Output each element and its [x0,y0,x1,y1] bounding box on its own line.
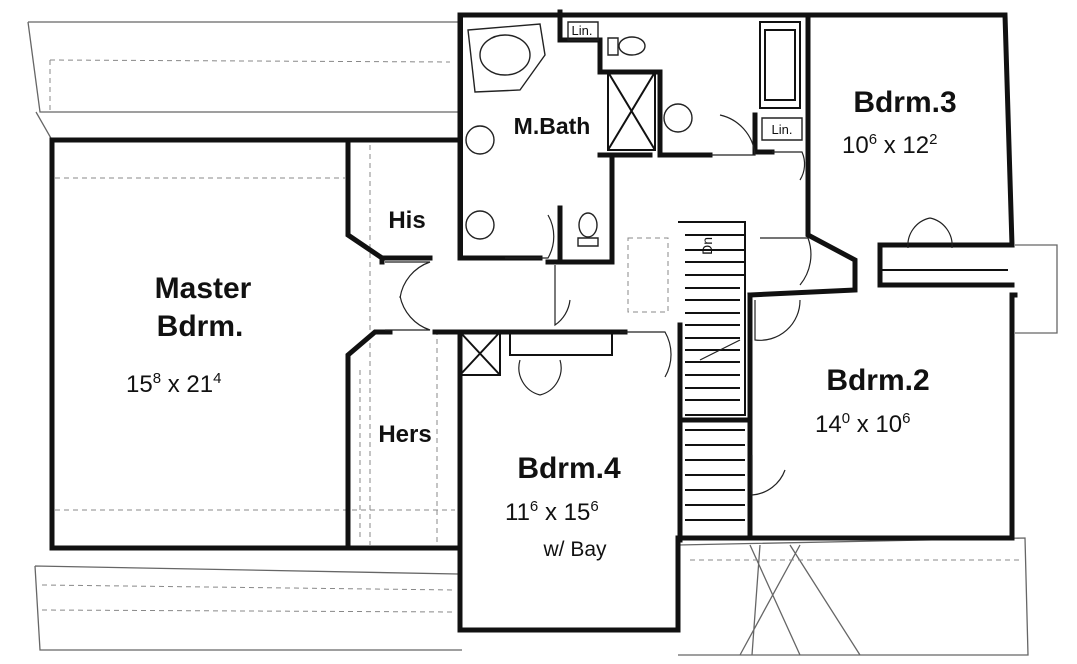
stairs-down-label: Dn. [699,233,715,255]
mbath-label: M.Bath [514,113,591,139]
door-swing [385,261,431,299]
door-swing [385,295,431,331]
fixtures [465,21,803,247]
door-swing [554,265,571,327]
master-name-line1: Master [155,272,252,305]
door-swing [772,151,806,181]
door-swing [907,217,953,249]
bdrm3-name: Bdrm.3 [853,86,956,119]
stairs [678,221,746,521]
master-dimensions: 158 x 214 [126,370,221,398]
toilet-icon [578,212,598,238]
bdrm3-dimensions: 106 x 122 [842,131,937,159]
door-swing [505,214,555,259]
door-swing [754,299,801,341]
bdrm4-note: w/ Bay [542,538,607,561]
linen-top-label: Lin. [572,23,593,38]
door-swing [760,237,812,286]
master-name-line2: Bdrm. [157,310,244,343]
bdrm2-dimensions: 140 x 106 [815,410,910,438]
linen-bdrm3-label: Lin. [772,122,793,137]
door-swing [518,359,562,396]
room-labels: Master Bdrm. 158 x 214 His Hers M.Bath L… [126,23,957,561]
hers-closet-label: Hers [378,421,431,448]
sink-icon [663,103,693,133]
roof-bottom-left [34,565,462,651]
toilet-icon [618,36,646,56]
roof-top-left [27,21,460,141]
toilet-icon [607,37,619,56]
porch-roof-bottom-right [677,537,1029,656]
dashed-lines [41,59,1020,613]
bdrm4-dimensions: 116 x 156 [505,498,599,526]
linen-shelf-icon [567,21,599,41]
door-swing [751,455,786,496]
thin-walls [459,15,1008,376]
linen-shelf-icon [761,117,803,141]
his-closet-label: His [388,207,425,234]
bdrm4-name: Bdrm.4 [517,452,621,485]
sink-icon [465,125,495,155]
bay-box-right [1015,244,1058,334]
roof-outlines [27,21,1058,656]
door-swing [710,114,756,156]
door-swing [620,331,672,378]
bdrm2-name: Bdrm.2 [826,364,929,397]
doors [385,114,953,496]
toilet-icon [577,237,599,247]
tub-icon [467,23,546,93]
sink-icon [465,210,495,240]
